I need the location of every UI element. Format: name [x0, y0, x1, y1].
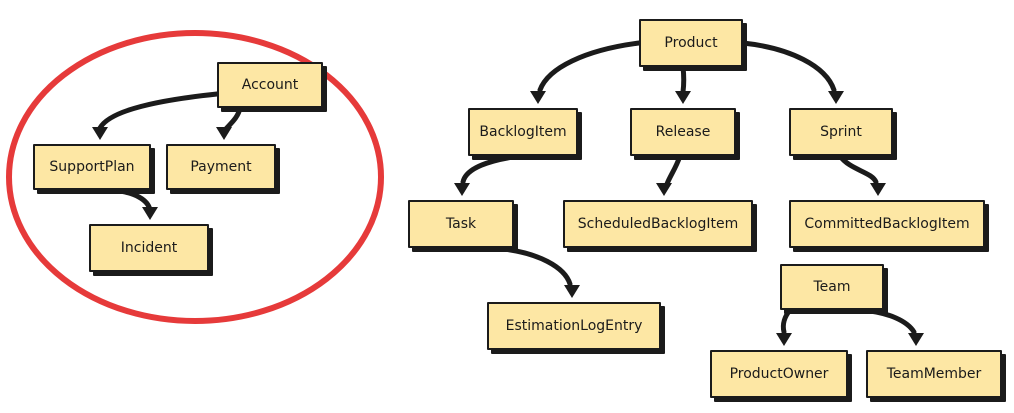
node-task[interactable]: Task [408, 200, 514, 248]
node-release-label: Release [655, 124, 711, 140]
edge-team-to-product-owner [780, 307, 793, 335]
edge-task-to-estimation-log-entry-arrowhead [564, 285, 580, 298]
node-account-label: Account [241, 77, 299, 93]
node-product[interactable]: Product [639, 19, 743, 67]
edge-account-to-support-plan-arrowhead [92, 127, 108, 140]
edge-product-to-backlog-item-arrowhead [530, 91, 546, 104]
edge-backlog-item-to-task-arrowhead [454, 183, 470, 196]
edge-task-to-estimation-log-entry [492, 245, 573, 287]
edge-team-to-team-member [857, 307, 917, 335]
edge-account-to-support-plan [97, 91, 220, 131]
edge-product-to-release [680, 64, 687, 95]
edge-support-plan-to-incident-arrowhead [142, 207, 158, 220]
edge-account-to-payment-arrowhead [216, 127, 232, 140]
node-sprint[interactable]: Sprint [789, 108, 893, 156]
node-team[interactable]: Team [780, 264, 884, 310]
edge-sprint-to-committed-backlog-item-arrowhead [870, 183, 886, 196]
edge-product-to-sprint [740, 40, 837, 93]
node-product-owner-label: ProductOwner [729, 366, 829, 382]
edge-sprint-to-committed-backlog-item [837, 153, 879, 185]
node-committed-backlog-item[interactable]: CommittedBacklogItem [789, 200, 985, 248]
node-scheduled-backlog-item-label: ScheduledBacklogItem [577, 216, 739, 232]
edge-product-to-release-arrowhead [675, 91, 691, 104]
node-backlog-item-label: BacklogItem [479, 124, 567, 140]
bounded-context-highlight-ring [6, 30, 384, 324]
edge-team-to-product-owner-arrowhead [776, 333, 792, 346]
edge-account-to-payment [222, 105, 243, 133]
node-product-label: Product [664, 35, 718, 51]
node-team-member[interactable]: TeamMember [866, 350, 1002, 398]
node-support-plan-label: SupportPlan [49, 159, 135, 175]
node-sprint-label: Sprint [820, 124, 862, 140]
node-incident[interactable]: Incident [89, 224, 209, 272]
edge-team-to-team-member-arrowhead [908, 333, 924, 346]
node-team-member-label: TeamMember [886, 366, 982, 382]
edge-product-to-backlog-item [537, 40, 642, 93]
node-release[interactable]: Release [630, 108, 736, 156]
edge-product-to-sprint-arrowhead [828, 91, 844, 104]
node-payment[interactable]: Payment [166, 144, 276, 190]
node-incident-label: Incident [120, 240, 178, 256]
node-task-label: Task [445, 216, 477, 232]
node-support-plan[interactable]: SupportPlan [33, 144, 151, 190]
node-account[interactable]: Account [217, 62, 323, 108]
node-payment-label: Payment [190, 159, 252, 175]
edge-release-to-scheduled-backlog-item [664, 153, 683, 187]
node-product-owner[interactable]: ProductOwner [710, 350, 848, 398]
node-team-label: Team [813, 279, 851, 295]
node-scheduled-backlog-item[interactable]: ScheduledBacklogItem [563, 200, 753, 248]
node-estimation-log-entry[interactable]: EstimationLogEntry [487, 302, 661, 350]
node-backlog-item[interactable]: BacklogItem [468, 108, 578, 156]
edge-backlog-item-to-task [460, 153, 523, 185]
node-committed-backlog-item-label: CommittedBacklogItem [804, 216, 970, 232]
node-estimation-log-entry-label: EstimationLogEntry [505, 318, 643, 334]
edge-release-to-scheduled-backlog-item-arrowhead [656, 183, 672, 196]
